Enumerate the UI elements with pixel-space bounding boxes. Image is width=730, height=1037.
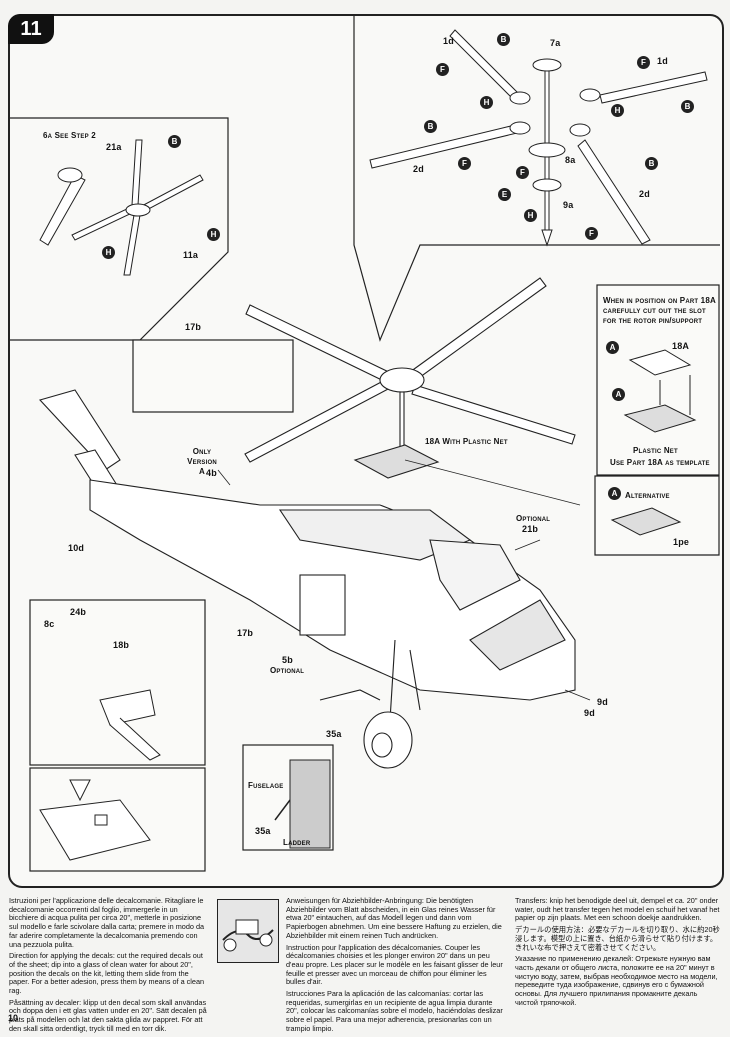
label-only-version-a: Only Version A [187, 447, 217, 476]
callout-e: E [498, 188, 511, 201]
label-8c: 8c [44, 619, 55, 629]
instructions-col-1: Istruzioni per l'applicazione delle deca… [9, 896, 208, 1037]
label-10d: 10d [68, 543, 85, 553]
label-21b: 21b [522, 524, 539, 534]
callout-h-2: H [102, 246, 115, 259]
note-18a-line1: When in position on Part 18A [603, 296, 716, 305]
label-9d-a: 9d [597, 697, 608, 707]
detail-panel-rotor-exploded [353, 16, 720, 342]
label-9d-b: 9d [584, 708, 595, 718]
callout-a-2: A [612, 388, 625, 401]
instr-spanish: Istrucciones Para la aplicación de las c… [286, 989, 503, 1033]
label-18a-net: 18A With Plastic Net [425, 437, 508, 446]
label-2d-b: 2d [639, 189, 650, 199]
step-number-badge: 11 [8, 14, 54, 44]
instructions-col-2: Anweisungen für Abziehbilder-Anbringung:… [286, 896, 506, 1037]
label-fuselage: Fuselage [248, 781, 284, 790]
callout-f-5: F [585, 227, 598, 240]
label-8a: 8a [565, 155, 576, 165]
decal-hands-illustration [217, 899, 279, 963]
label-optional-5b: Optional [270, 666, 305, 675]
instr-japanese: デカールの使用方法：必要なデカールを切り取り、水に約20秒浸します。模型の上に置… [515, 925, 720, 952]
label-see-step: 6a See Step 2 [43, 131, 96, 140]
callout-f-3: F [458, 157, 471, 170]
note-18a: When in position on Part 18A carefully c… [603, 296, 716, 326]
instr-russian: Указание по применению декалей: Отрежьте… [515, 954, 718, 1007]
label-1d: 1d [443, 36, 454, 46]
label-35a-b: 35a [255, 826, 271, 836]
label-11a: 11a [183, 250, 199, 260]
label-7a: 7a [550, 38, 561, 48]
instr-dutch: Transfers: knip het benodigde deel uit, … [515, 896, 720, 923]
label-35a: 35a [326, 729, 342, 739]
label-optional-21b: Optional [516, 514, 551, 523]
callout-f-1: F [436, 63, 449, 76]
callout-b-3: B [681, 100, 694, 113]
callout-h-5: H [524, 209, 537, 222]
page-number: 10 [8, 1013, 19, 1023]
label-17b: 17b [237, 628, 254, 638]
label-4b: 4b [206, 468, 217, 478]
label-21a: 21a [106, 142, 122, 152]
label-1pe: 1pe [673, 537, 690, 547]
label-plastic-net: Plastic Net [633, 446, 678, 455]
label-24b: 24b [70, 607, 87, 617]
label-18b: 18b [113, 640, 130, 650]
instr-french: Instruction pour l'application des décal… [286, 942, 503, 987]
callout-b-1: B [168, 135, 181, 148]
note-18a-line3: for the rotor pin/support [603, 316, 703, 325]
callout-h-3: H [480, 96, 493, 109]
instr-swedish: Påsättning av decaler: klipp ut den deca… [9, 997, 207, 1033]
label-18a-small: 18A [672, 341, 690, 351]
label-2d: 2d [413, 164, 424, 174]
label-ladder: Ladder [283, 838, 311, 847]
callout-a-3: A [608, 487, 621, 500]
callout-b-2: B [497, 33, 510, 46]
label-5b: 5b [282, 655, 293, 665]
callout-a-1: A [606, 341, 619, 354]
callout-f-4: F [516, 166, 529, 179]
instructions-col-3: Transfers: knip het benodigde deel uit, … [515, 896, 720, 1010]
callout-h-1: H [207, 228, 220, 241]
label-1d-b: 1d [657, 56, 668, 66]
callout-b-5: B [645, 157, 658, 170]
label-17b-top: 17b [185, 322, 202, 332]
detail-panel-rotor-left [10, 117, 229, 341]
instr-italian: Istruzioni per l'applicazione delle deca… [9, 896, 205, 949]
label-9a: 9a [563, 200, 574, 210]
label-alternative: Alternative [625, 491, 670, 500]
note-18a-line2: carefully cut out the slot [603, 306, 706, 315]
callout-b-4: B [424, 120, 437, 133]
callout-f-2: F [637, 56, 650, 69]
label-use-template: Use Part 18A as template [610, 458, 710, 467]
instr-english: Direction for applying the decals: cut t… [9, 951, 205, 996]
instr-german: Anweisungen für Abziehbilder-Anbringung:… [286, 896, 502, 940]
callout-h-4: H [611, 104, 624, 117]
